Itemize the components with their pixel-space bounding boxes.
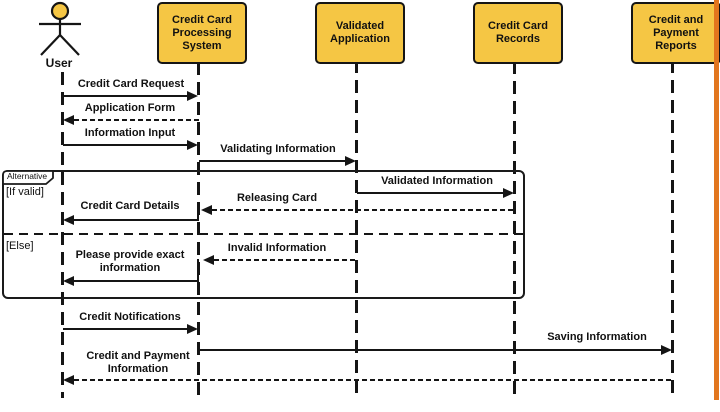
message-line [74,119,199,121]
message-label-credit-card-details: Credit Card Details [80,200,180,212]
message-label-information-input: Information Input [84,127,176,139]
message-line [63,95,187,97]
lifeline-credit-card-processing-system [197,62,200,398]
arrowhead-left-icon [201,205,212,215]
participant-credit-card-processing-system: Credit Card Processing System [157,2,247,64]
arrowhead-right-icon [503,188,514,198]
guard-if-valid: [If valid] [6,186,44,198]
message-line [212,209,515,211]
participant-credit-and-payment-reports: Credit and Payment Reports [631,2,720,64]
arrowhead-right-icon [345,156,356,166]
arrowhead-left-icon [63,215,74,225]
arrowhead-left-icon [63,115,74,125]
message-line [74,379,673,381]
actor-label: User [45,56,73,70]
arrowhead-right-icon [187,91,198,101]
message-label-credit-card-request: Credit Card Request [77,78,185,90]
message-line [74,280,199,282]
message-label-invalid-information: Invalid Information [227,242,327,254]
lifeline-validated-application [355,60,358,398]
message-label-saving-information: Saving Information [547,331,647,343]
message-line [199,349,661,351]
arrowhead-right-icon [661,345,672,355]
alt-frame-tab: Alternative [2,170,56,191]
arrowhead-right-icon [187,324,198,334]
lifeline-credit-card-records [513,61,516,398]
message-line [63,144,187,146]
alt-frame: Alternative [2,170,525,299]
guard-else: [Else] [6,240,34,252]
alt-frame-divider [4,233,523,235]
accent-bar [714,0,719,400]
message-line [214,259,357,261]
message-line [63,328,187,330]
message-label-validating-information: Validating Information [220,143,336,155]
arrowhead-left-icon [203,255,214,265]
lifeline-credit-and-payment-reports [671,60,674,398]
message-label-credit-notifications: Credit Notifications [79,311,181,323]
message-elbow [197,259,199,282]
participant-label: Credit and Payment Reports [648,13,704,52]
participant-credit-card-records: Credit Card Records [473,2,563,64]
message-label-credit-and-payment-information: Credit and Payment Information [86,350,190,375]
alt-frame-label: Alternative [7,171,48,181]
arrowhead-left-icon [63,276,74,286]
arrowhead-right-icon [187,140,198,150]
message-label-releasing-card: Releasing Card [236,192,318,204]
message-label-application-form: Application Form [84,102,176,114]
message-line [199,160,346,162]
participant-label: Validated Application [330,20,390,45]
participant-label: Credit Card Processing System [172,13,232,52]
participant-label: Credit Card Records [488,20,548,45]
participant-validated-application: Validated Application [315,2,405,64]
message-label-validated-information: Validated Information [381,175,493,187]
arrowhead-left-icon [63,375,74,385]
message-label-please-provide-exact-information: Please provide exact information [75,249,185,274]
message-elbow [197,209,199,221]
message-line [74,219,199,221]
message-line [357,192,504,194]
lifeline-user [61,72,64,398]
actor-user-icon [39,1,81,56]
